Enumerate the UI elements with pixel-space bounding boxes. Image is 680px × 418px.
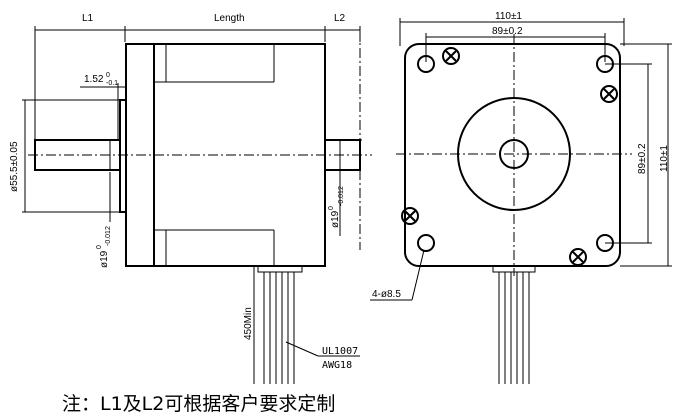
mount-hole-tr — [596, 55, 614, 73]
front-shaft-dia-tol: 0 — [96, 245, 103, 249]
rear-shaft-dia-tol2: -0.012 — [338, 186, 345, 206]
wire-outlet-front — [492, 265, 536, 273]
screw-4 — [569, 248, 587, 266]
screw-1 — [442, 47, 460, 65]
mount-hole-bl — [417, 234, 435, 252]
front-shaft-dia: ø19 — [99, 250, 110, 268]
shaft-flat-tol2: -0.1 — [106, 80, 118, 87]
shaft-flat-dim: 1.52 — [84, 74, 104, 85]
lead-wires-front — [492, 265, 536, 384]
hole-spacing-x: 89±0.2 — [492, 26, 523, 37]
shaft-flat-tol: 0 — [106, 72, 110, 79]
rear-shaft-dia-tol: 0 — [328, 206, 335, 210]
screw-2 — [600, 85, 618, 103]
wire-leader — [285, 341, 319, 357]
front-shaft-dia-tol2: -0.012 — [105, 226, 112, 246]
footer-note: 注：L1及L2可根据客户要求定制 — [62, 393, 335, 415]
side-view: L1 Length L2 1.52 0 -0.1 ø55.5±0.05 — [9, 13, 372, 384]
hole-leader — [411, 249, 425, 301]
width-outer-dim: 110±1 — [495, 11, 522, 22]
rear-shaft-dia: ø19 — [330, 210, 341, 228]
front-view: 110±1 89±0.2 110±1 89±0.2 — [370, 11, 672, 384]
pilot-dia-dim: ø55.5±0.05 — [9, 141, 20, 192]
label-l2: L2 — [334, 13, 346, 24]
body-step-bot — [153, 229, 167, 266]
lead-wires-side — [257, 265, 303, 384]
label-l1: L1 — [82, 13, 94, 24]
height-outer-dim: 110±1 — [659, 145, 670, 172]
screw-3 — [401, 207, 419, 225]
wire-outlet — [257, 265, 303, 273]
hole-spacing-y: 89±0.2 — [637, 143, 648, 174]
wire-spec-1: UL1007 — [322, 346, 358, 357]
mount-hole-br — [596, 234, 614, 252]
front-flange-square — [404, 43, 621, 267]
body-step-top — [153, 44, 167, 83]
holes-callout: 4-ø8.5 — [372, 289, 401, 300]
mount-hole-tl — [417, 55, 435, 73]
label-length: Length — [214, 13, 245, 24]
wire-spec-2: AWG18 — [322, 360, 352, 371]
lead-length-dim: 450Min — [243, 307, 254, 340]
